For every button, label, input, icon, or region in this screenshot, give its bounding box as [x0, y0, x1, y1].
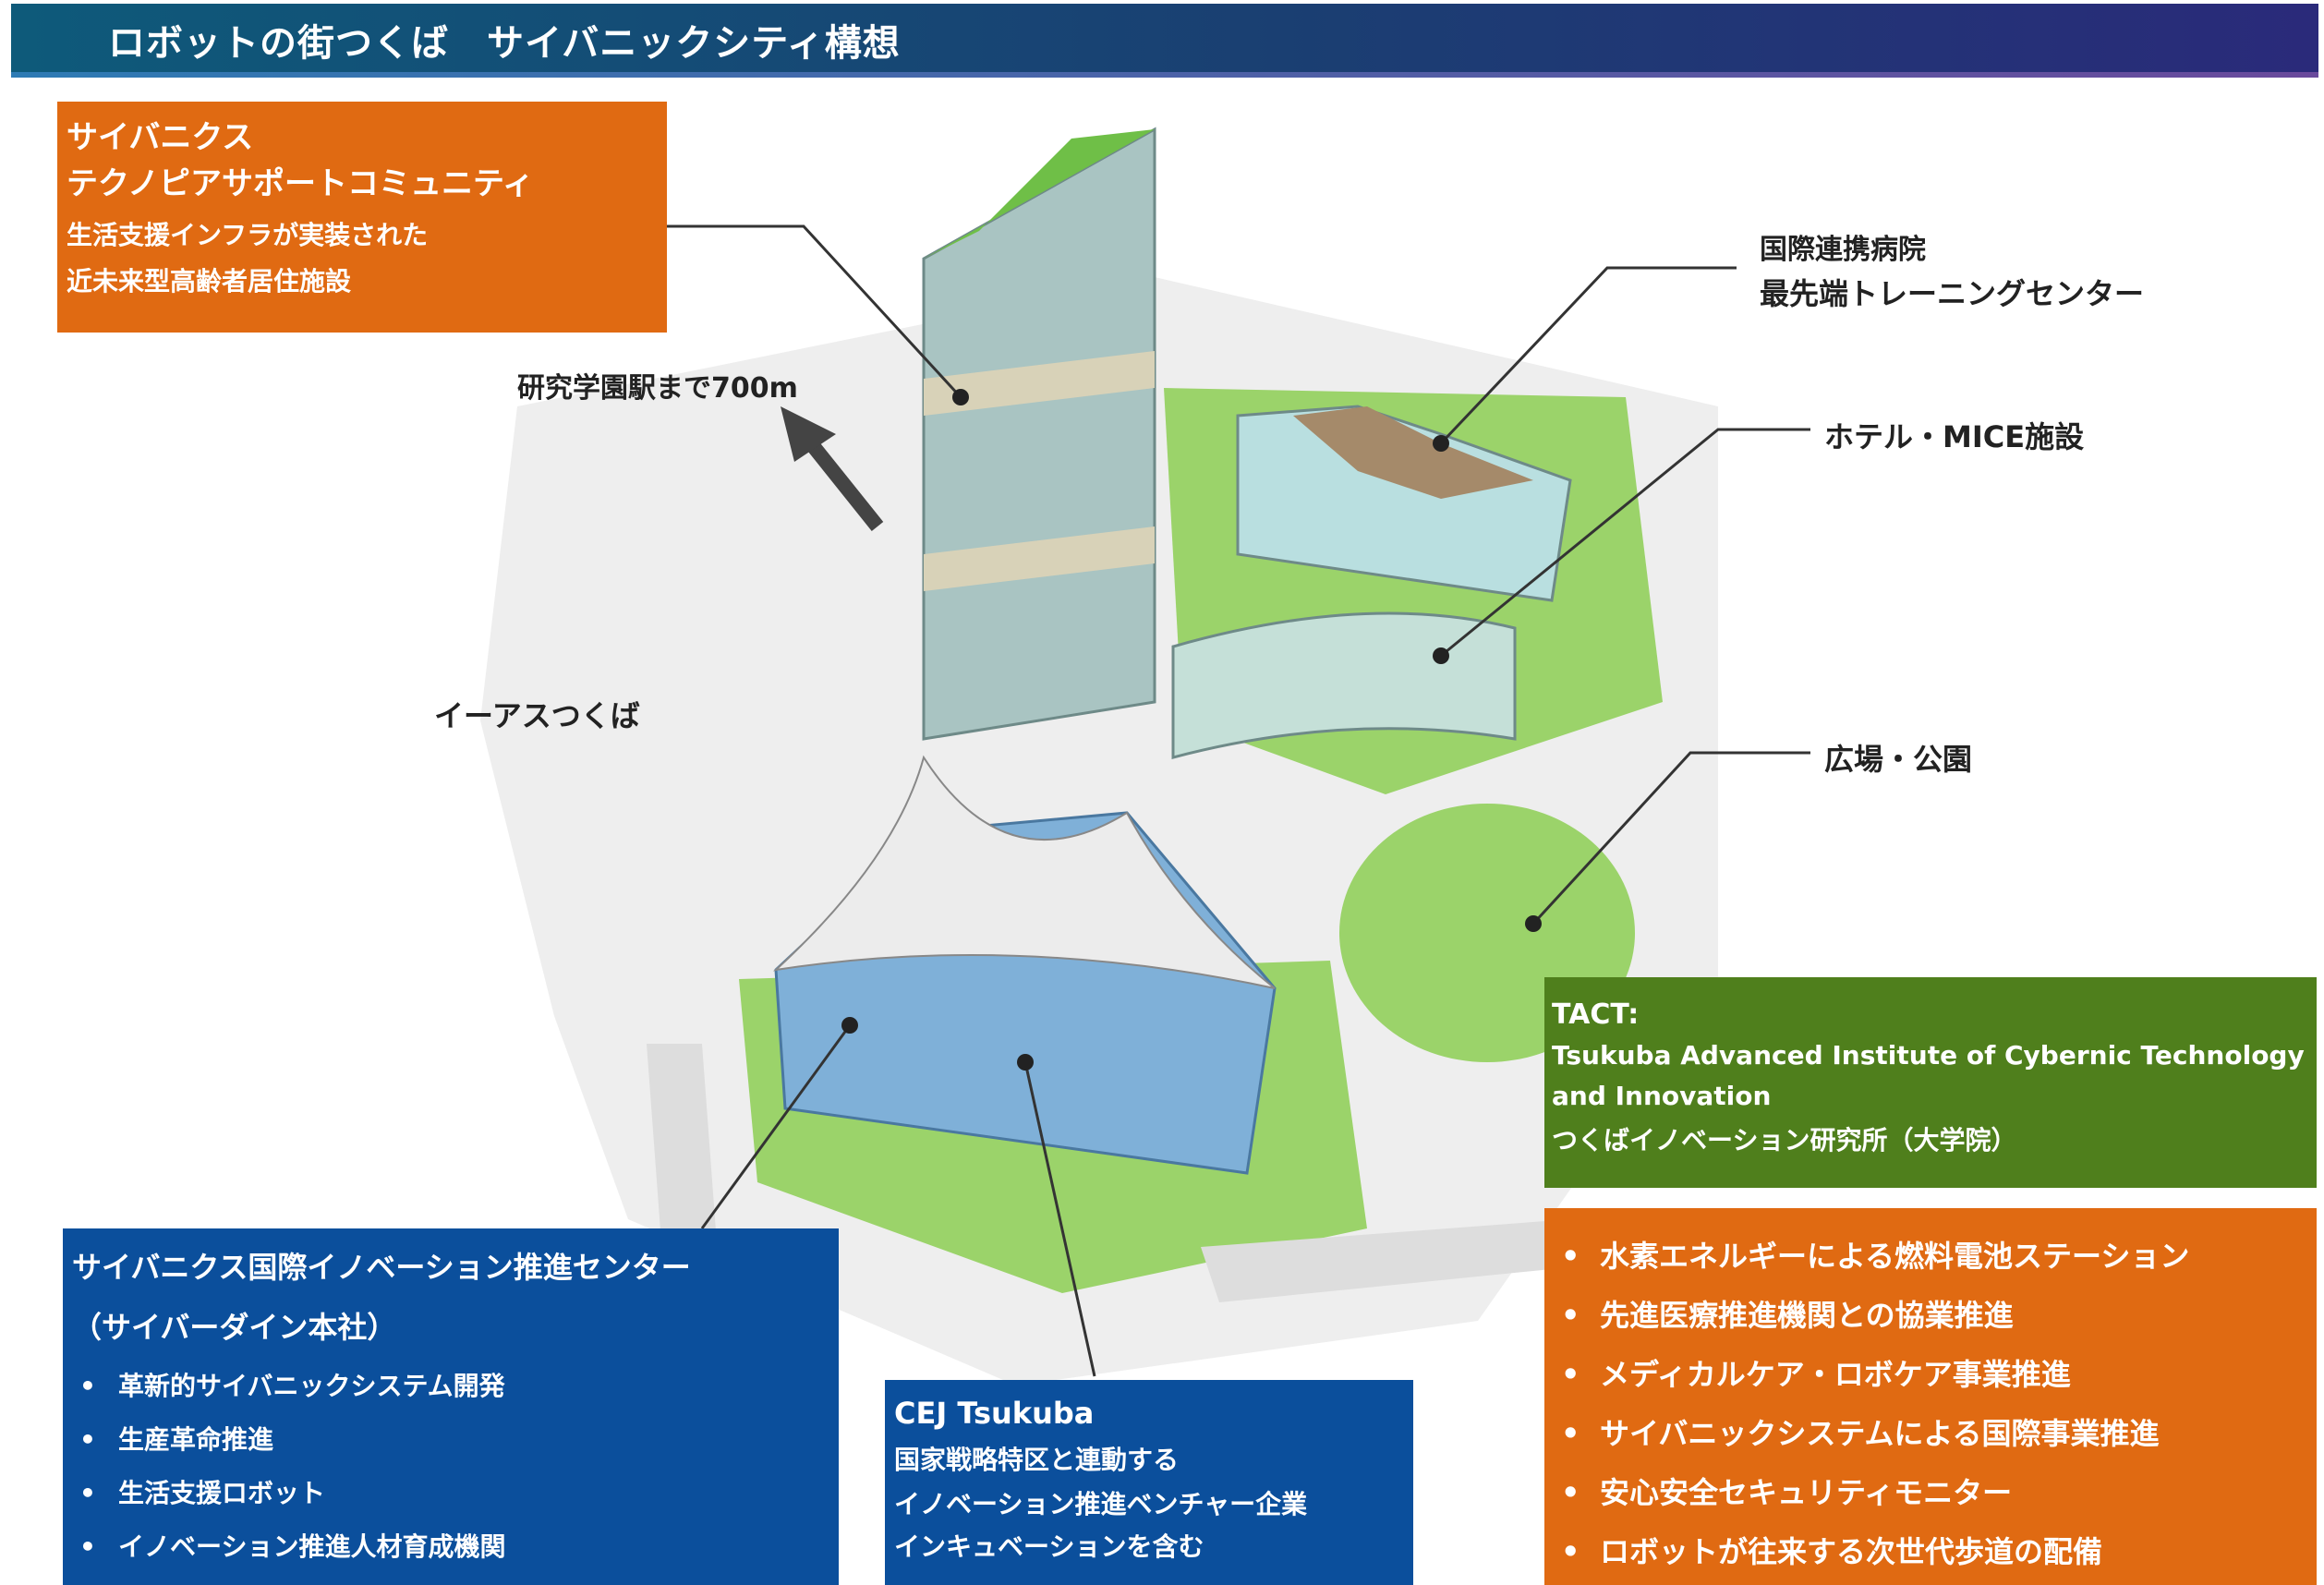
feature-item: メディカルケア・ロボケア事業推進 [1554, 1345, 2307, 1404]
label-mall: イーアスつくば [434, 698, 640, 733]
tact-box: TACT: Tsukuba Advanced Institute of Cybe… [1544, 977, 2317, 1188]
label-hospital-1: 国際連携病院 [1760, 234, 1926, 266]
center-item: 革新的サイバニックシステム開発 [72, 1360, 829, 1413]
center-item: 生産革命推進 [72, 1413, 829, 1467]
tact-name-1: Tsukuba Advanced Institute of Cybernic T… [1552, 1040, 2305, 1071]
cej-line-1: 国家戦略特区と連動する [894, 1445, 1180, 1475]
cej-line-3: インキュベーションを含む [894, 1531, 1204, 1562]
tact-subtitle: つくばイノベーション研究所（大学院） [1552, 1125, 2017, 1155]
tact-title: TACT: [1552, 998, 1640, 1031]
elderly-residence-box: サイバニクス テクノピアサポートコミュニティ 生活支援インフラが実装された 近未… [57, 102, 667, 333]
header-bar: ロボットの街つくば サイバニックシティ構想 [11, 4, 2318, 78]
tact-name-2: and Innovation [1552, 1081, 1772, 1111]
residence-title-1: サイバニクス [67, 119, 254, 156]
feature-item: サイバニックシステムによる国際事業推進 [1554, 1404, 2307, 1463]
label-hospital-2: 最先端トレーニングセンター [1760, 276, 2145, 311]
cej-title: CEJ Tsukuba [894, 1396, 1095, 1431]
innovation-center-box: サイバニクス国際イノベーション推進センター （サイバーダイン本社） 革新的サイバ… [63, 1228, 839, 1585]
feature-item: 先進医療推進機関との協業推進 [1554, 1286, 2307, 1345]
cej-line-2: イノベーション推進ベンチャー企業 [894, 1489, 1308, 1519]
residence-desc-2: 近未来型高齢者居住施設 [67, 266, 352, 296]
header-stripe [11, 72, 2318, 78]
residence-title-2: テクノピアサポートコミュニティ [67, 165, 534, 202]
feature-item: ロボットが往来する次世代歩道の配備 [1554, 1522, 2307, 1581]
label-station: 研究学園駅まで700m [517, 372, 798, 405]
center-title: サイバニクス国際イノベーション推進センター [72, 1250, 691, 1285]
page-title: ロボットの街つくば サイバニックシティ構想 [108, 22, 901, 65]
feature-item: 安心安全セキュリティモニター [1554, 1463, 2307, 1522]
label-hotel: ホテル・MICE施設 [1824, 419, 2085, 454]
features-list-box: 水素エネルギーによる燃料電池ステーション 先進医療推進機関との協業推進 メディカ… [1544, 1208, 2317, 1585]
center-item: 生活支援ロボット [72, 1467, 829, 1520]
label-park: 広場・公園 [1824, 742, 1973, 777]
center-subtitle: （サイバーダイン本社） [72, 1310, 397, 1345]
center-item: イノベーション推進人材育成機関 [72, 1520, 829, 1574]
feature-item: 水素エネルギーによる燃料電池ステーション [1554, 1227, 2307, 1286]
cej-box: CEJ Tsukuba 国家戦略特区と連動する イノベーション推進ベンチャー企業… [885, 1380, 1413, 1585]
residence-desc-1: 生活支援インフラが実装された [67, 220, 429, 250]
